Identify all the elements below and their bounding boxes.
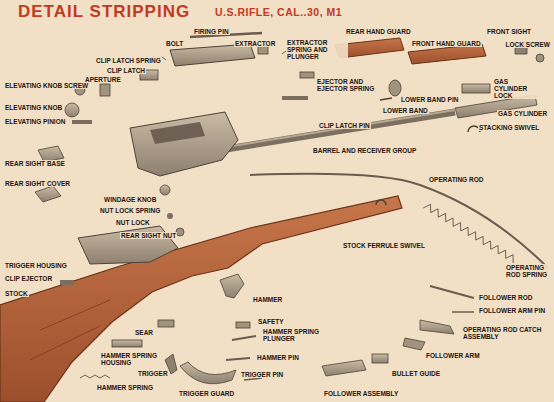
receiver <box>130 112 238 176</box>
receiver-well <box>150 122 205 144</box>
part-label: FRONT SIGHT <box>486 28 532 35</box>
hammer-spring <box>80 375 110 378</box>
part-label: REAR HAND GUARD <box>345 28 412 35</box>
trigger-guard <box>180 362 236 384</box>
part-label: CLIP LATCH SPRING <box>95 57 162 64</box>
windage-knob <box>160 185 170 195</box>
part-label: REAR SIGHT BASE <box>4 160 66 167</box>
part-label: BOLT <box>165 40 184 47</box>
part-label: WINDAGE KNOB <box>103 196 157 203</box>
hammer-pin <box>226 358 250 360</box>
part-label: OPERATING ROD CATCH ASSEMBLY <box>462 326 544 340</box>
part-label: ELEVATING KNOB SCREW <box>4 82 89 89</box>
part-label: FRONT HAND GUARD <box>411 40 482 47</box>
part-label: FIRING PIN <box>193 28 230 35</box>
part-label: GAS CYLINDER <box>497 110 548 117</box>
ejector <box>300 72 314 78</box>
part-label: EXTRACTOR <box>234 40 276 47</box>
part-label: LOWER BAND <box>382 107 429 114</box>
part-label: FOLLOWER ROD <box>478 294 533 301</box>
part-label: SAFETY <box>257 318 285 325</box>
clip-ejector <box>60 280 74 285</box>
part-label: HAMMER SPRING <box>96 384 154 391</box>
trigger-pin <box>244 378 262 380</box>
hammer-spring-plunger <box>232 336 256 340</box>
follower-rod <box>430 286 474 298</box>
bullet-guide <box>372 354 388 363</box>
part-label: FOLLOWER ARM <box>425 352 481 359</box>
elevating-knob <box>65 103 79 117</box>
part-label: BULLET GUIDE <box>391 370 441 377</box>
stock-ferrule-swivel <box>376 200 386 205</box>
stock-grain <box>30 326 100 360</box>
part-label: EXTRACTOR SPRING AND PLUNGER <box>286 39 348 60</box>
follower-assembly <box>322 360 366 376</box>
part-label: NUT LOCK <box>115 219 151 226</box>
subtitle: U.S.RIFLE, CAL..30, M1 <box>214 6 343 18</box>
part-label: ELEVATING PINION <box>4 118 66 125</box>
trigger-housing <box>78 226 178 264</box>
safety <box>236 322 250 328</box>
part-label: STOCK FERRULE SWIVEL <box>342 242 426 249</box>
part-label: FOLLOWER ASSEMBLY <box>323 390 399 397</box>
part-label: GAS CYLINDER LOCK <box>493 78 543 99</box>
part-label: LOCK SCREW <box>505 41 551 48</box>
spring-coil <box>423 204 513 263</box>
rear-sight-cover <box>35 186 61 202</box>
gas-cylinder-lock <box>462 84 490 93</box>
barrel-highlight <box>220 110 455 148</box>
clip-latch-pin <box>282 96 308 100</box>
part-label: HAMMER PIN <box>256 354 300 361</box>
operating-rod-catch <box>420 320 454 334</box>
stock-grain <box>40 300 110 330</box>
aperture <box>100 84 110 96</box>
part-label: BARREL AND RECEIVER GROUP <box>312 147 417 154</box>
lock-screw <box>536 54 544 62</box>
hammer <box>220 274 244 298</box>
part-label: APERTURE <box>84 76 122 83</box>
sear <box>158 320 174 327</box>
part-label: TRIGGER HOUSING <box>4 262 68 269</box>
part-label: EJECTOR AND EJECTOR SPRING <box>316 78 376 92</box>
part-label: OPERATING ROD SPRING <box>505 264 551 278</box>
operating-rod-spring <box>423 204 513 263</box>
hammer-spring-housing <box>112 340 142 347</box>
part-label: STOCK <box>4 290 29 297</box>
lower-band <box>389 80 401 96</box>
part-label: OPERATING ROD <box>428 176 484 183</box>
barrel <box>220 112 455 150</box>
part-label: REAR SIGHT NUT <box>120 232 177 239</box>
part-label: CLIP LATCH PIN <box>318 122 371 129</box>
bolt <box>170 44 255 66</box>
nut-lock <box>167 213 173 219</box>
elevating-pinion <box>72 120 92 124</box>
part-label: TRIGGER <box>137 370 169 377</box>
part-label: FOLLOWER ARM PIN <box>478 307 546 314</box>
extractor <box>258 46 268 54</box>
part-label: HAMMER SPRING PLUNGER <box>262 328 322 342</box>
part-label: CLIP EJECTOR <box>4 275 53 282</box>
front-hand-guard <box>408 44 486 64</box>
part-label: LOWER BAND PIN <box>400 96 459 103</box>
part-label: TRIGGER PIN <box>240 371 284 378</box>
follower-arm-pin <box>452 311 474 313</box>
part-label: CLIP LATCH <box>106 67 146 74</box>
part-label: HAMMER SPRING HOUSING <box>100 352 162 366</box>
part-label: STACKING SWIVEL <box>478 124 540 131</box>
part-label: HAMMER <box>252 296 283 303</box>
part-label: REAR SIGHT COVER <box>4 180 71 187</box>
title: DETAIL STRIPPING <box>18 2 190 22</box>
lower-band-pin <box>380 98 392 100</box>
part-label: TRIGGER GUARD <box>178 390 235 397</box>
part-label: SEAR <box>134 329 154 336</box>
follower-arm <box>403 338 425 350</box>
stock <box>0 196 402 402</box>
part-label: NUT LOCK SPRING <box>99 207 161 214</box>
part-label: ELEVATING KNOB <box>4 104 63 111</box>
